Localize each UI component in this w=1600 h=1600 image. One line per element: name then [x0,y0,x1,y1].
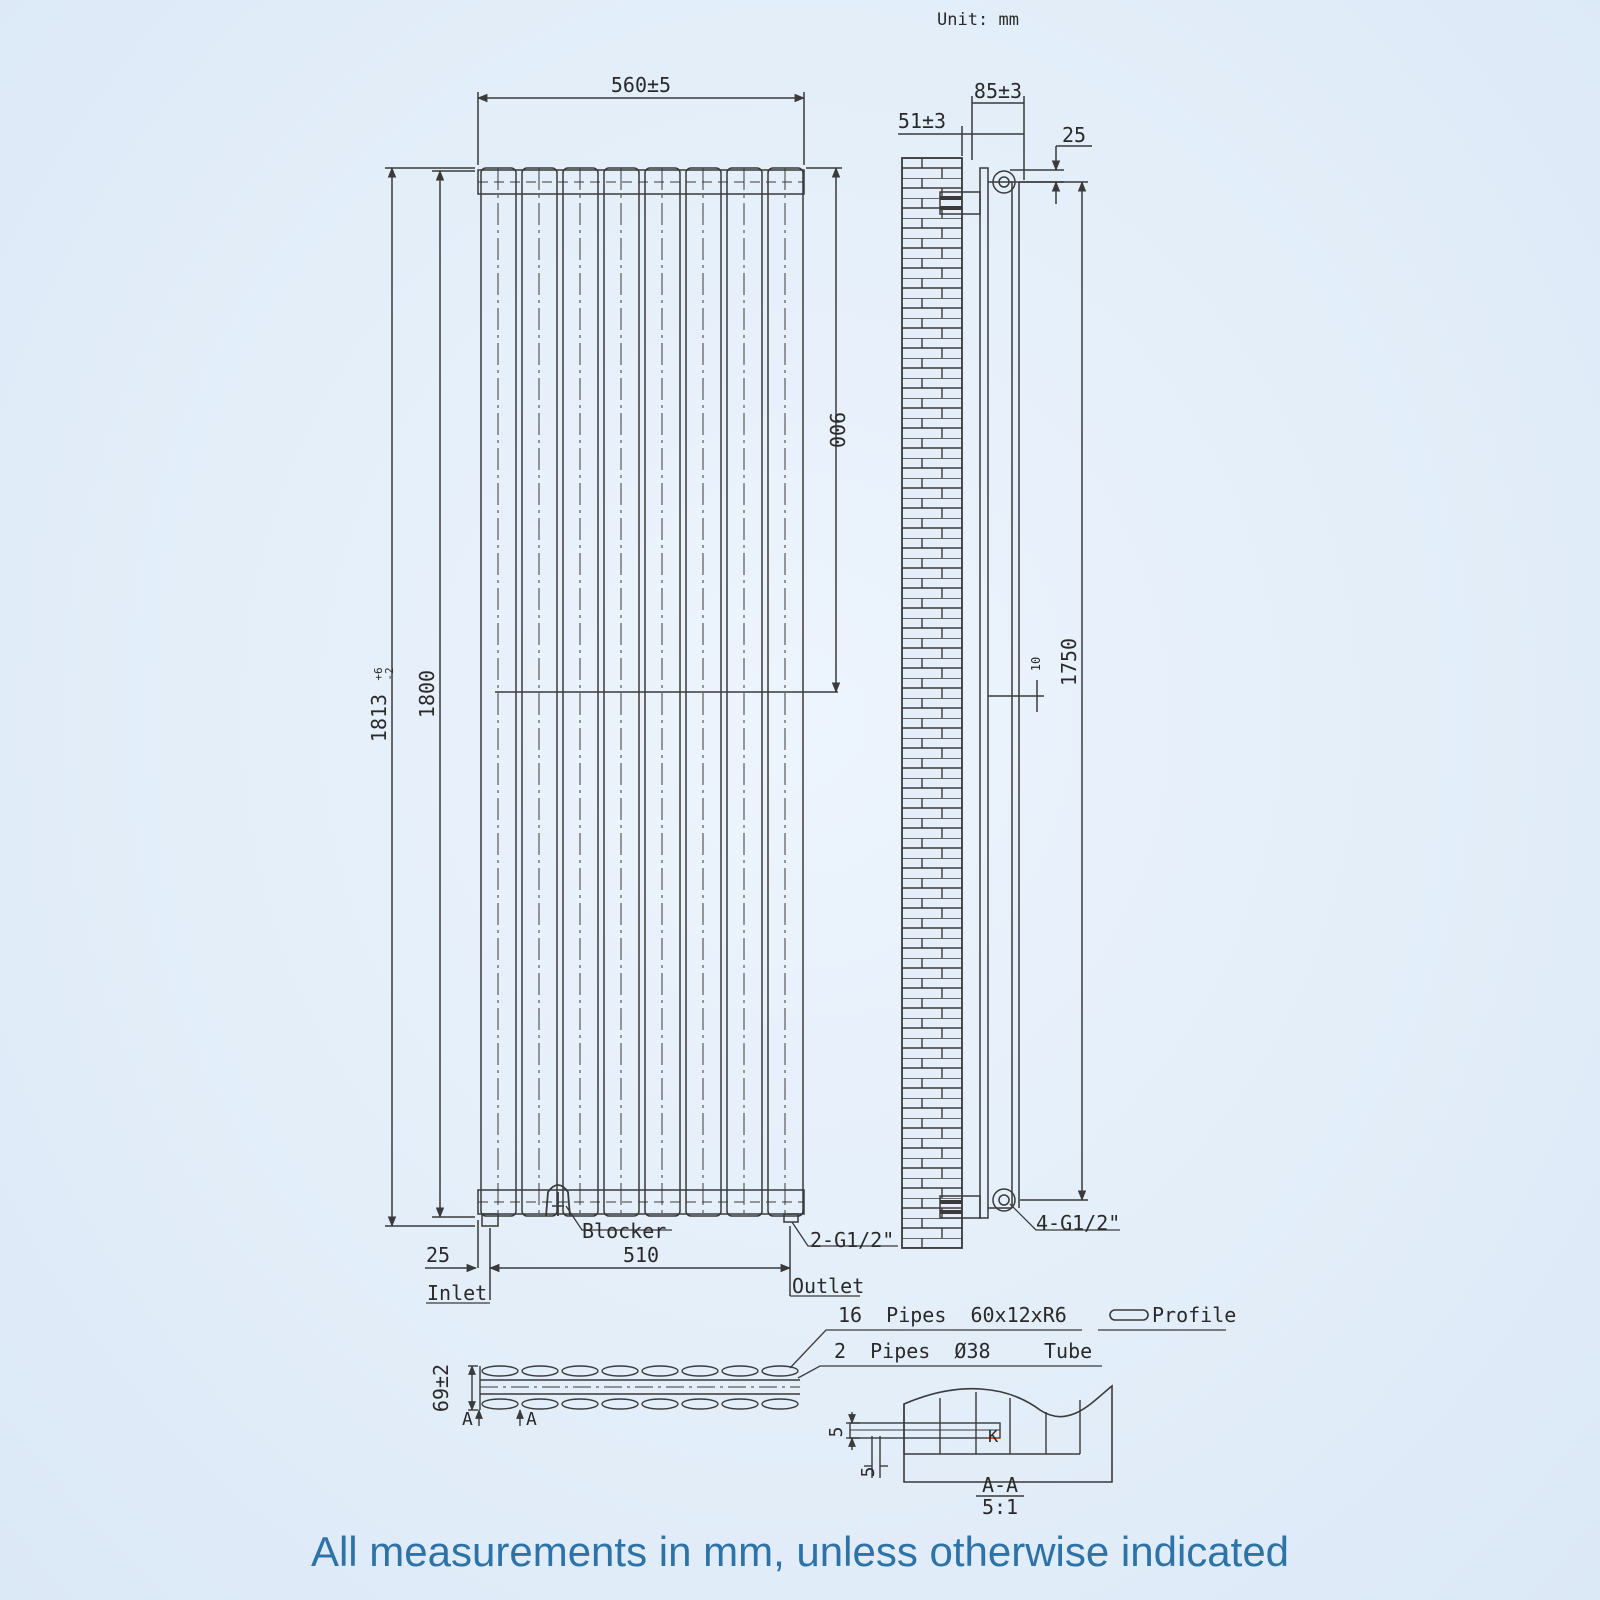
weld-mark: K [988,1427,999,1447]
depth-overall-dim: 85±3 [974,79,1022,103]
height-nominal-dim: 1800 [415,670,439,718]
inlet-label: Inlet [427,1281,487,1305]
detail-view [846,1384,1113,1497]
wall-to-panel-dim: 51±3 [898,109,946,133]
outlet-label: Outlet [792,1274,864,1298]
pipes-profile-note: 16 Pipes 60x12xR6 [838,1303,1067,1327]
section-mark-right: A [526,1409,537,1430]
section-depth-dim: 69±2 [429,1364,453,1412]
top-offset-dim: 25 [1062,123,1086,147]
side-view [898,96,1120,1249]
center-distance-dim: 510 [623,1243,659,1267]
detail-scale: 5:1 [982,1495,1018,1519]
section-view [468,1309,1226,1426]
connection-label: 2-G1/2" [810,1228,894,1252]
unit-note: Unit: mm [937,10,1019,30]
blocker-label: Blocker [582,1219,666,1243]
side-connection-label: 4-G1/2" [1036,1211,1120,1235]
blocker-symbol [545,1184,571,1217]
detail-dim-a: 5 [826,1427,847,1438]
brick-wall [901,157,963,1249]
height-tol-lower: -2 [383,667,396,680]
section-mark-left: A [462,1409,473,1430]
mid-height-dim: 900 [825,412,849,448]
height-tol-upper: +6 [372,667,385,680]
bracket-gap-dim: 10 [1029,657,1043,671]
inlet-offset-dim: 25 [426,1243,450,1267]
section-name: A-A [982,1473,1018,1497]
tube-label: Tube [1044,1339,1092,1363]
bracket-spacing-dim: 1750 [1057,638,1081,686]
footer-note: All measurements in mm, unless otherwise… [310,1528,1290,1575]
width-overall-dim: 560±5 [611,73,671,97]
front-view [385,92,898,1304]
profile-icon [1109,1309,1149,1321]
height-overall-dim: 1813 [367,694,391,742]
detail-dim-b: 5 [858,1467,879,1478]
profile-label: Profile [1152,1303,1236,1327]
profile-row-top [481,1365,799,1377]
profile-row-bottom [481,1398,799,1410]
pipes-tube-note: 2 Pipes Ø38 [834,1339,991,1363]
